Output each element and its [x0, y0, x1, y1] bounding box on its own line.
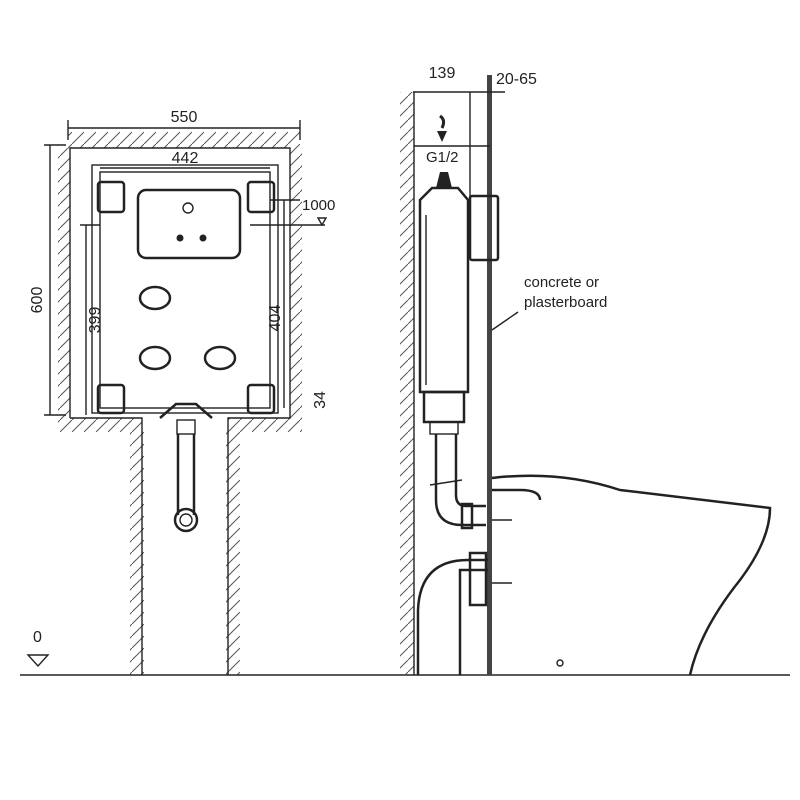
- chase-left-hatch: [130, 432, 144, 675]
- dim-20-65: 20-65: [496, 71, 537, 88]
- dim-550: 550: [171, 109, 198, 126]
- outlet-collar: [176, 419, 196, 435]
- dim-600: 600: [29, 287, 46, 314]
- panel-screw-left: [176, 234, 184, 242]
- toilet-bowl: [491, 474, 772, 676]
- cistern-base: [422, 390, 466, 424]
- panel-hole: [182, 202, 194, 214]
- water-inlet-icon: [437, 131, 447, 142]
- wall-label-leader: [491, 311, 519, 331]
- level-marker-icon: [26, 654, 50, 668]
- flush-panel: [136, 188, 242, 260]
- dim-34: 34: [312, 391, 329, 409]
- cistern: [418, 186, 470, 394]
- floor-level-label: 0: [33, 629, 42, 646]
- water-inlet-hook: [439, 114, 446, 129]
- drain-pipe: [176, 434, 196, 515]
- dim-1000: 1000: [302, 197, 335, 214]
- outlet: [159, 402, 213, 419]
- floor-right-hatch: [228, 418, 302, 432]
- pipe-joint: [429, 479, 463, 486]
- flush-pipe-connector: [460, 502, 474, 530]
- wall-top-hatch: [68, 132, 300, 148]
- cistern-outlet: [429, 421, 459, 435]
- dim-399: 399: [87, 307, 104, 334]
- dim-442: 442: [172, 150, 199, 167]
- bracket-tl: [96, 180, 126, 214]
- inlet-valve: [436, 172, 452, 188]
- wall-label-line1: concrete or: [524, 274, 599, 291]
- waste-pipe-connector: [468, 551, 488, 607]
- level-arrow-icon: [316, 217, 328, 227]
- fixing-oval-1: [138, 285, 172, 311]
- flush-plate: [468, 194, 500, 262]
- connection-label: G1/2: [426, 149, 459, 166]
- side-view: 139 20-65 G1/2 concrete or plasterboard: [400, 65, 772, 676]
- wall-label-line2: plasterboard: [524, 294, 607, 311]
- dim-404: 404: [267, 305, 284, 332]
- drain-pipe-end: [173, 507, 199, 533]
- chase-right-hatch: [226, 432, 240, 675]
- front-view: 550 442 600 399 404 1000 34 0: [26, 109, 335, 675]
- frame: [91, 164, 279, 414]
- floor-left-hatch: [58, 418, 142, 432]
- wall-left-hatch: [58, 148, 70, 418]
- bracket-tr: [246, 180, 276, 214]
- frame-inner: [99, 171, 271, 409]
- fixing-oval-2: [138, 345, 172, 371]
- recess-outline: [69, 147, 291, 675]
- plasterboard: [487, 75, 492, 675]
- bracket-bl: [96, 383, 126, 415]
- dim-139: 139: [429, 65, 456, 82]
- waste-pipe: [416, 558, 488, 675]
- wall-right-hatch: [290, 148, 302, 418]
- panel-screw-right: [199, 234, 207, 242]
- toilet-fixing: [556, 659, 564, 667]
- drain-pipe-bore: [179, 513, 193, 527]
- fixing-oval-3: [203, 345, 237, 371]
- bracket-br: [246, 383, 276, 415]
- side-wall-hatch: [400, 92, 414, 675]
